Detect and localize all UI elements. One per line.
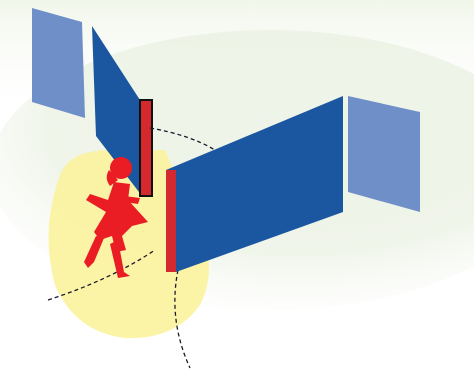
person-figure	[84, 157, 148, 278]
swing-arc-upper	[149, 127, 216, 151]
door-edge-left	[139, 99, 153, 197]
open-door-leaf	[92, 26, 142, 196]
swing-arc-left	[47, 249, 156, 301]
swing-arc-lower	[174, 269, 191, 369]
left-wall-panel	[32, 8, 85, 118]
right-wall-panel	[348, 96, 420, 212]
closed-door-leaf	[166, 96, 343, 272]
door-edge-right	[166, 170, 176, 272]
